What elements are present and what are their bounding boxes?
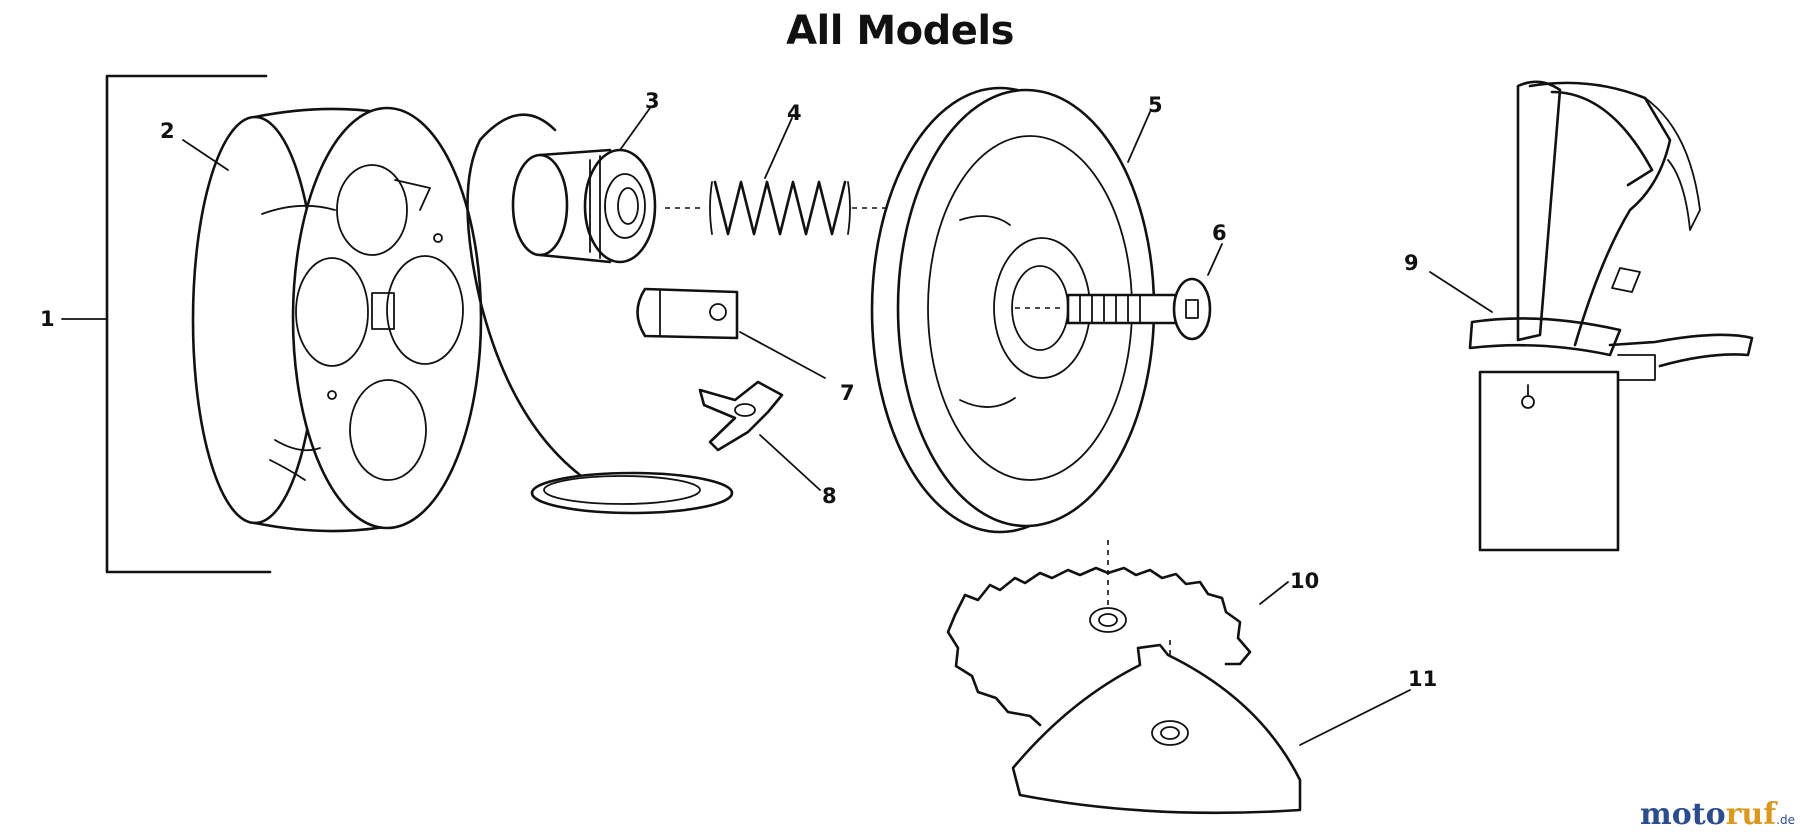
callout-3: 3 — [645, 89, 660, 113]
watermark-brand-part1: moto — [1640, 797, 1726, 832]
assembly-bracket — [61, 74, 272, 574]
part-3-spool — [466, 113, 734, 515]
callout-10: 10 — [1290, 569, 1319, 593]
watermark-suffix: .de — [1776, 813, 1795, 827]
diagram-title: All Models — [786, 8, 1014, 54]
part-7-nut — [636, 287, 739, 340]
callout-9: 9 — [1404, 251, 1419, 275]
part-10-saw-blade — [946, 540, 1252, 727]
callout-6: 6 — [1212, 221, 1227, 245]
watermark-logo: motoruf.de — [1640, 797, 1795, 832]
part-6-bolt — [1015, 277, 1212, 341]
callout-2: 2 — [160, 119, 175, 143]
callout-labels: 1 2 3 4 5 6 7 8 9 10 11 — [40, 89, 1437, 691]
part-2-clutch-hub — [191, 106, 483, 533]
leader-lines — [182, 107, 1493, 746]
callout-4: 4 — [787, 101, 802, 125]
callout-8: 8 — [822, 484, 837, 508]
callout-1: 1 — [40, 307, 55, 331]
callout-11: 11 — [1408, 667, 1437, 691]
svg-text:motoruf.de: motoruf.de — [1640, 797, 1795, 832]
part-9-harness — [1468, 80, 1754, 552]
part-8-wing-nut — [698, 380, 784, 452]
part-11-blade — [1011, 640, 1302, 815]
watermark-brand-part2: ruf — [1726, 797, 1779, 832]
callout-7: 7 — [840, 381, 855, 405]
callout-5: 5 — [1148, 93, 1163, 117]
part-4-spring — [665, 180, 885, 236]
